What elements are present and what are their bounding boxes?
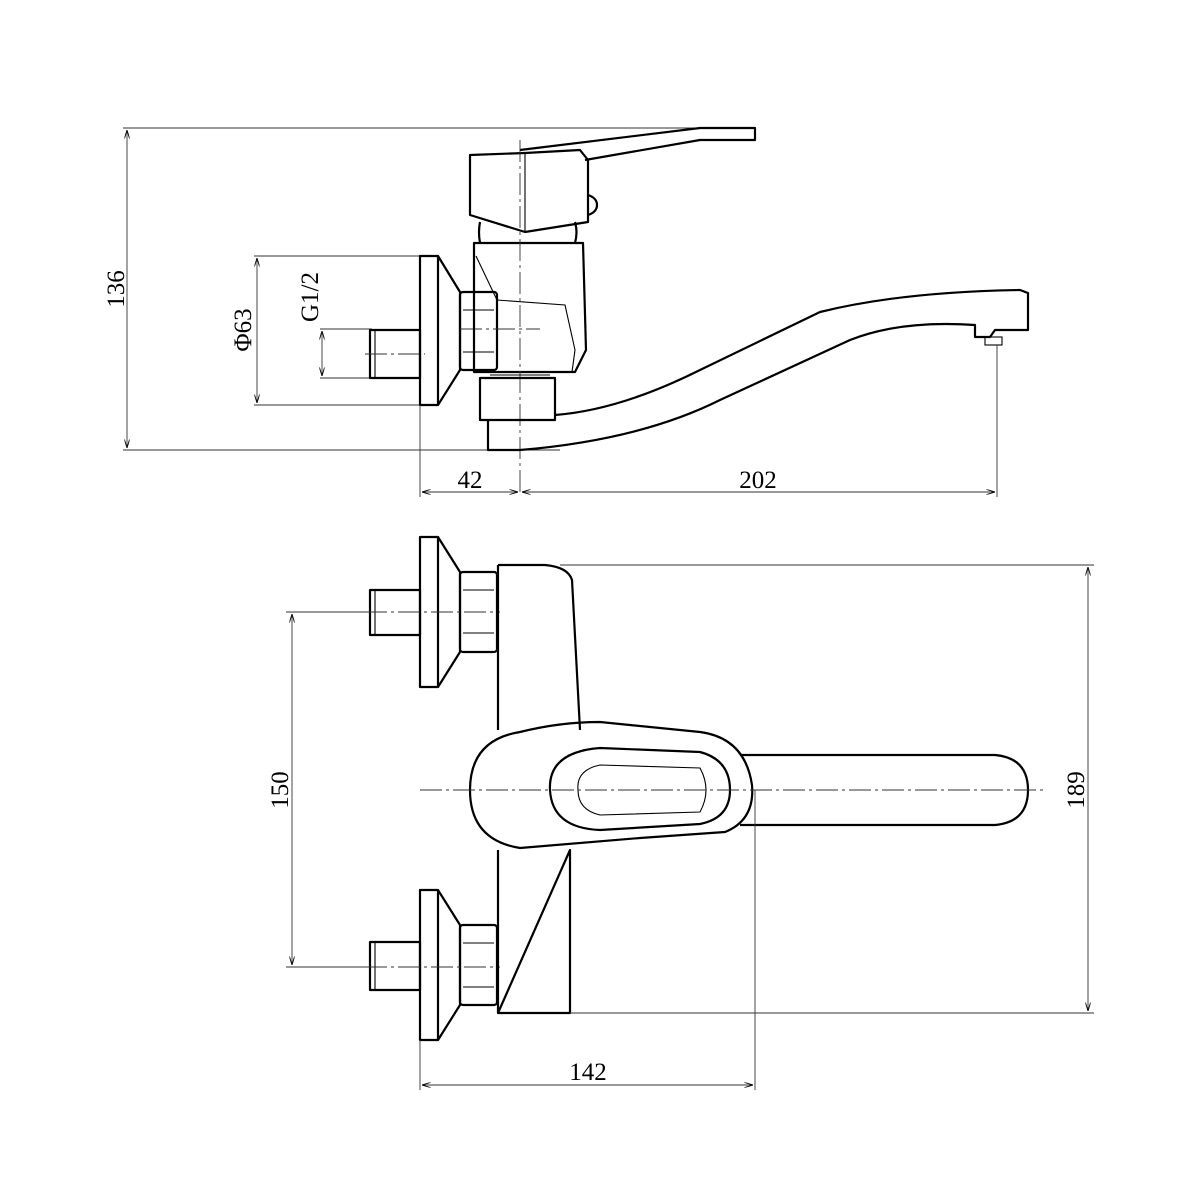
handle-front <box>468 720 754 850</box>
thread-label: G1/2 <box>297 272 324 322</box>
spout-reach-label: 202 <box>739 467 777 494</box>
hex-nut-side <box>458 290 540 372</box>
front-view: 150 189 142 <box>267 535 1094 1090</box>
wall-flange-side <box>365 254 462 407</box>
flange-diameter-label: Φ63 <box>230 308 257 351</box>
spout-side <box>519 288 1030 452</box>
projection-label: 142 <box>569 1059 607 1086</box>
upper-inlet <box>365 535 500 689</box>
height-dim-label: 136 <box>103 270 130 308</box>
body-height-label: 189 <box>1063 771 1090 809</box>
dimension-flange-diameter: Φ63 <box>230 255 420 406</box>
dimension-horizontal-side: 42 202 <box>419 345 998 497</box>
lower-inlet <box>365 888 500 1042</box>
mixer-body-side <box>468 126 757 495</box>
dimension-body-height: 189 <box>560 564 1094 1014</box>
side-view: 136 Φ63 G1/2 <box>103 126 1030 497</box>
dimension-height: 136 <box>103 127 755 451</box>
inlet-spacing-label: 150 <box>267 771 294 809</box>
mixer-body-front <box>496 563 582 1015</box>
dimension-inlet-spacing: 150 <box>267 611 370 968</box>
dimension-projection: 142 <box>419 790 756 1090</box>
dimension-thread: G1/2 <box>297 272 372 379</box>
wall-to-axis-label: 42 <box>458 467 483 494</box>
